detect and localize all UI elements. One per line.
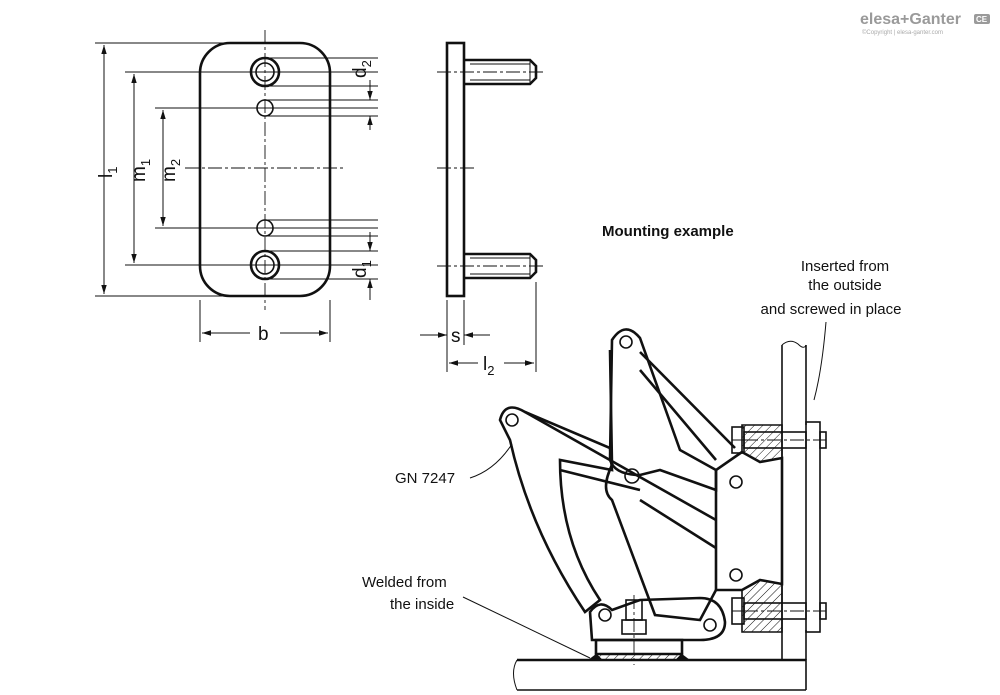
welded-label-line1: Welded from xyxy=(362,574,447,591)
d1-label: d1 xyxy=(350,260,374,278)
brand-name: elesa+Ganter xyxy=(860,11,961,28)
l2-label: l2 xyxy=(483,354,494,378)
ce-badge xyxy=(974,14,990,24)
mounting-example: Mounting example Inserted from the outsi… xyxy=(362,223,902,691)
side-view: s l2 xyxy=(420,41,545,378)
gn-leader xyxy=(469,443,513,479)
ce-mark: CE xyxy=(976,15,988,24)
side-plate xyxy=(445,41,466,298)
brand-logo: elesa+Ganter ©Copyright | elesa-ganter.c… xyxy=(860,11,990,36)
d2-label: d2 xyxy=(350,60,374,78)
base-plate xyxy=(594,638,684,656)
inserted-label-line3: and screwed in place xyxy=(761,301,902,318)
brand-copyright: ©Copyright | elesa-ganter.com xyxy=(862,29,943,36)
inserted-label-line2: the outside xyxy=(808,277,881,294)
welded-label-line2: the inside xyxy=(390,596,454,613)
gn-label: GN 7247 xyxy=(395,470,455,487)
clamp-body xyxy=(714,450,784,592)
base-bracket xyxy=(588,596,727,642)
l1-label: l1 xyxy=(96,167,120,178)
inserted-leader xyxy=(813,321,827,401)
upper-lever xyxy=(608,328,718,492)
inserted-label-line1: Inserted from xyxy=(801,258,889,275)
b-label: b xyxy=(258,324,269,345)
welded-leader xyxy=(462,596,591,659)
s-label: s xyxy=(451,326,461,347)
m1-label: m1 xyxy=(129,159,153,182)
mounting-plate xyxy=(805,421,821,633)
front-view: l1 m1 m2 d2 d1 b xyxy=(95,30,378,345)
m2-label: m2 xyxy=(159,159,183,182)
mounting-title: Mounting example xyxy=(602,223,734,240)
handle-lever xyxy=(498,406,614,614)
